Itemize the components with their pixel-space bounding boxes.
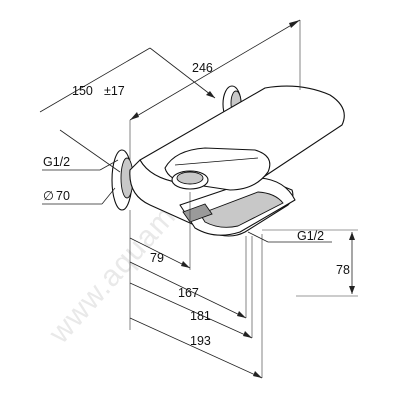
diverter-knob-top [176,171,204,185]
inlet-left-leader-tip [99,159,119,171]
dim-150-tolerance: ±17 [104,84,125,98]
dim-78-arrow-a [349,232,355,240]
dim-167-label: 167 [178,286,199,300]
dim-150-line [39,47,151,113]
dim-150-label: 150 [72,84,93,98]
spout-outlet [199,191,284,228]
dim-150-ext [149,47,216,99]
dim-181-label: 181 [190,309,211,323]
rosette-diameter-label: 70 [56,189,70,203]
dim-167-line [129,261,247,319]
lever-edge-line [174,157,259,166]
dim-246-label: 246 [192,61,213,75]
dimension-lines: 246 150 ±17 G1/2 ∅ 70 G1/2 78 [39,19,358,379]
dim-193-arrow [253,371,262,378]
dim-79-line [129,237,191,269]
dim-167-arrow [237,311,246,318]
inlet-left-label: G1/2 [43,155,70,169]
dim-181-line [129,282,253,339]
outlet-leader-tip [247,231,269,243]
dim-246-arrow-a [130,112,139,120]
dim-246-arrow-b [289,20,300,28]
dim-79-arrow [181,261,190,268]
dim-246-line [129,19,301,121]
dim-193-line [129,317,263,379]
dim-193-label: 193 [190,334,211,348]
dim-150-arrow [206,91,215,98]
dim-79-label: 79 [150,251,164,265]
outlet-label: G1/2 [297,229,324,243]
rosette-diameter-symbol: ∅ [43,189,54,203]
dim-150-ext-left [59,129,121,173]
dim-181-arrow [243,331,252,338]
dim-78-arrow-b [349,286,355,294]
rosette-leader-tip [101,187,116,205]
dim-78-label: 78 [336,263,350,277]
mixer-body [111,85,345,237]
